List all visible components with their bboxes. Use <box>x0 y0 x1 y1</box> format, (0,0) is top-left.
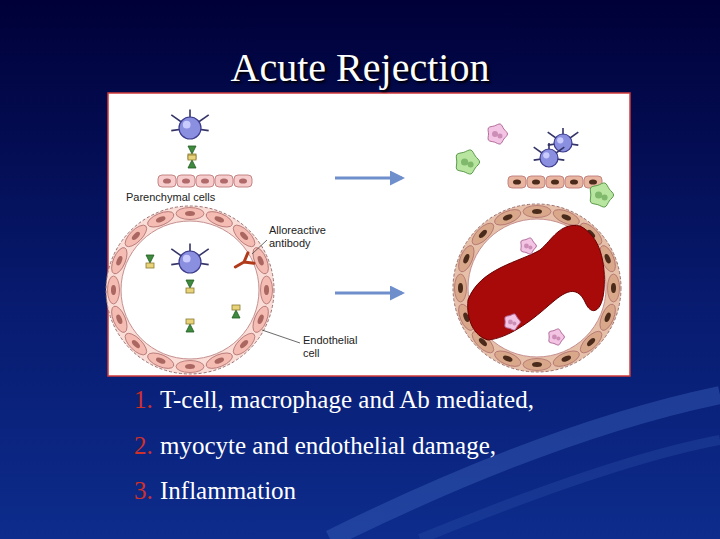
leader-line <box>252 240 267 254</box>
list-item: Inflammation <box>160 477 296 506</box>
part-label: Endothelial cell <box>303 334 373 359</box>
arrow <box>335 177 402 180</box>
list-number: 2. <box>134 432 153 461</box>
parenchymal-cells <box>158 175 252 187</box>
arrow <box>335 292 402 295</box>
figure <box>106 110 621 374</box>
blood-vessel <box>106 206 274 374</box>
list-item: myocyte and endothelial damage, <box>160 432 496 461</box>
part-label: Parenchymal cells <box>126 191 215 204</box>
neutrophil <box>505 314 521 330</box>
leader-line <box>262 330 300 343</box>
receptor <box>186 319 194 332</box>
macrophage <box>590 183 613 207</box>
blood-vessel <box>453 204 621 372</box>
swoosh <box>330 395 720 539</box>
receptor <box>188 146 196 159</box>
t-cell <box>534 143 565 167</box>
neutrophil <box>549 329 565 345</box>
figure-panel <box>108 93 630 376</box>
neutrophil <box>488 124 507 144</box>
macrophage <box>456 150 479 174</box>
thrombus <box>468 225 605 340</box>
neutrophil <box>521 238 537 254</box>
part-label: Alloreactive antibody <box>269 224 341 249</box>
list-number: 3. <box>134 477 153 506</box>
t-cell <box>171 110 208 139</box>
list-item: T-cell, macrophage and Ab mediated, <box>160 386 534 415</box>
t-cell <box>171 244 208 273</box>
antibody <box>232 253 254 272</box>
parenchymal-cells <box>508 176 602 188</box>
receptor <box>186 280 194 293</box>
receptor <box>188 155 196 168</box>
slide-title: Acute Rejection <box>0 44 720 91</box>
list-number: 1. <box>134 386 153 415</box>
receptor <box>232 305 240 318</box>
receptor <box>146 255 154 268</box>
